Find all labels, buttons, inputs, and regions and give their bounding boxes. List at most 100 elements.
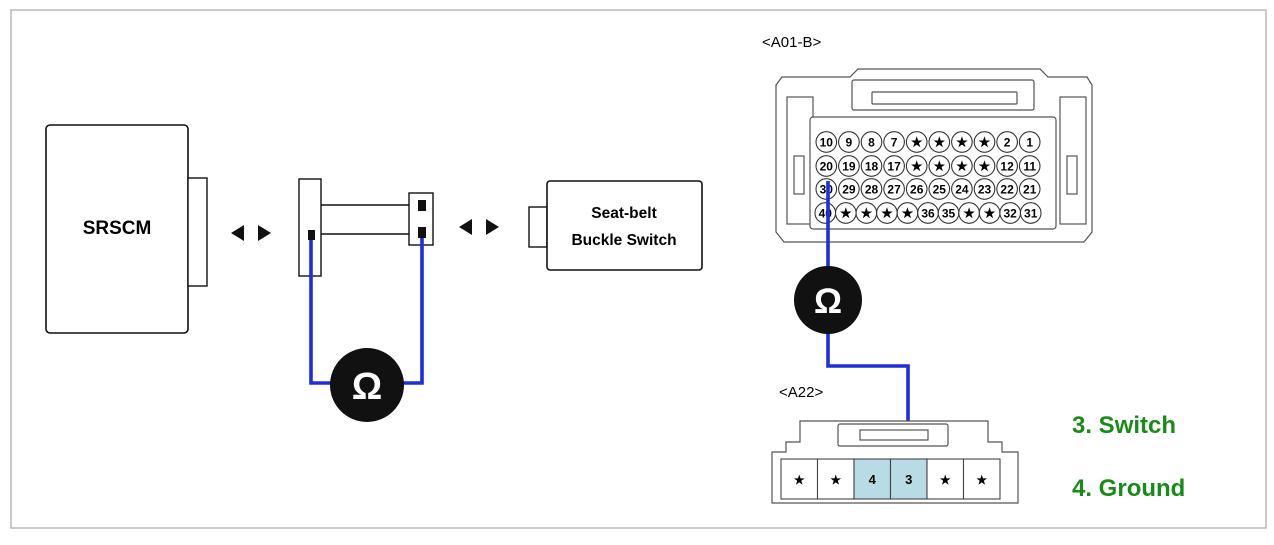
a01b-pin-label: ★ bbox=[881, 206, 893, 221]
a01b-pin-label: 17 bbox=[887, 160, 901, 174]
a01b-pin bbox=[860, 155, 883, 177]
a01b-pin bbox=[815, 155, 838, 177]
a01b-pin bbox=[838, 131, 860, 153]
a01b-pin-label: 23 bbox=[978, 183, 992, 197]
a01b-pin-label: 19 bbox=[842, 160, 856, 174]
a01b-pin bbox=[883, 178, 905, 200]
a01b-pin bbox=[996, 155, 1018, 177]
ohmmeter-icon: Ω bbox=[794, 266, 862, 334]
probe-wire-right bbox=[402, 238, 424, 385]
a01b-pin-label: ★ bbox=[902, 206, 914, 221]
a01b-pin bbox=[883, 131, 905, 153]
a01b-pin bbox=[951, 178, 973, 200]
a01b-pin bbox=[996, 131, 1018, 153]
a01b-pin bbox=[1019, 202, 1042, 224]
a01b-pin-label: 36 bbox=[921, 207, 935, 221]
a01b-pin-label: ★ bbox=[984, 206, 996, 221]
a01b-pin bbox=[883, 155, 905, 177]
a01b-pin-label: 18 bbox=[865, 160, 879, 174]
a01b-pin-label: 12 bbox=[1000, 160, 1014, 174]
srscm-label: SRSCM bbox=[83, 218, 152, 239]
a01b-pin-label: ★ bbox=[933, 159, 945, 174]
a01b-pin-label: 1 bbox=[1026, 136, 1033, 150]
a01b-pin-label: ★ bbox=[911, 159, 923, 174]
a01b-pin bbox=[973, 178, 996, 200]
double-arrow-icon bbox=[459, 219, 499, 235]
ohmmeter-icon: Ω bbox=[330, 348, 404, 422]
a01b-pin-label: ★ bbox=[861, 206, 873, 221]
a01b-pin-label: 32 bbox=[1004, 207, 1018, 221]
a01b-pin bbox=[951, 155, 973, 177]
a01b-pin-label: 40 bbox=[819, 207, 833, 221]
a01b-pin-label: 11 bbox=[1023, 160, 1036, 174]
a01b-pin bbox=[838, 155, 860, 177]
a01b-pin bbox=[1018, 178, 1041, 200]
a01b-pin bbox=[973, 155, 996, 177]
a01b-pin bbox=[860, 131, 883, 153]
a22-pin-label: ★ bbox=[830, 473, 841, 487]
a01b-pin bbox=[815, 131, 838, 153]
svg-text:Ω: Ω bbox=[352, 366, 382, 408]
a01b-pin bbox=[905, 178, 928, 200]
a22-pin bbox=[816, 458, 855, 500]
a01b-pin-label: ★ bbox=[979, 159, 991, 174]
buckle-switch-label-line2: Buckle Switch bbox=[571, 232, 676, 249]
a01b-pin-label: ★ bbox=[956, 135, 968, 150]
buckle-switch-stub bbox=[528, 206, 548, 248]
a01b-pin-label: 21 bbox=[1023, 183, 1037, 197]
a01b-pin-label: 20 bbox=[820, 160, 834, 174]
a01b-pin bbox=[996, 178, 1018, 200]
a01b-pin-label: 29 bbox=[842, 183, 856, 197]
a01b-pin bbox=[928, 155, 951, 177]
a22-pin-label: ★ bbox=[976, 473, 987, 487]
a01b-pin-label: ★ bbox=[979, 135, 991, 150]
a22-pin bbox=[780, 458, 819, 500]
a01b-pin-label: 31 bbox=[1024, 207, 1038, 221]
a01b-pin-label: 27 bbox=[887, 183, 901, 197]
a22-title: <A22> bbox=[779, 384, 823, 401]
probe-wire-left bbox=[309, 240, 332, 385]
a01b-pin bbox=[860, 178, 883, 200]
legend-switch: 3. Switch bbox=[1072, 412, 1176, 439]
srscm-connector-stub bbox=[187, 177, 208, 287]
a01b-pin bbox=[905, 155, 928, 177]
a01b-pin-label: ★ bbox=[840, 206, 852, 221]
a22-pin-label: 3 bbox=[905, 472, 912, 487]
a01b-pin-label: 24 bbox=[955, 183, 969, 197]
a01b-pin-label: 22 bbox=[1000, 183, 1014, 197]
buckle-switch-module bbox=[546, 180, 703, 271]
a01b-pin bbox=[838, 178, 860, 200]
legend-ground: 4. Ground bbox=[1072, 475, 1185, 502]
buckle-switch-label-line1: Seat-belt bbox=[591, 205, 656, 222]
a01b-title: <A01-B> bbox=[762, 34, 821, 51]
svg-text:Ω: Ω bbox=[814, 282, 842, 321]
a22-pin bbox=[889, 458, 928, 500]
a01b-pin-label: 8 bbox=[868, 136, 875, 150]
a01b-pin bbox=[1018, 131, 1041, 153]
switch-side-pin-lower bbox=[418, 227, 426, 238]
a01b-pin bbox=[951, 131, 973, 153]
switch-side-pin-upper bbox=[418, 200, 426, 211]
a01b-pin bbox=[1018, 155, 1041, 177]
a22-pin-label: 4 bbox=[869, 472, 877, 487]
a01b-pin bbox=[928, 131, 951, 153]
a01b-pin-label: 10 bbox=[820, 136, 834, 150]
a01b-pin bbox=[928, 178, 951, 200]
probe-wire-a22 bbox=[826, 332, 910, 463]
a01b-pin-label: 26 bbox=[910, 183, 924, 197]
a01b-pin bbox=[905, 131, 928, 153]
harness-pin bbox=[308, 230, 315, 240]
a01b-pin-label: ★ bbox=[963, 206, 975, 221]
a01b-pin-label: 2 bbox=[1004, 136, 1011, 150]
double-arrow-icon bbox=[231, 225, 271, 241]
a01b-pin-label: 28 bbox=[865, 183, 879, 197]
a01b-pin-label: 7 bbox=[891, 136, 898, 150]
a01b-pin-label: 9 bbox=[846, 136, 853, 150]
a22-pin bbox=[853, 458, 892, 500]
a01b-pin-label: 25 bbox=[933, 183, 947, 197]
a01b-pin-label: ★ bbox=[956, 159, 968, 174]
a22-pin-label: ★ bbox=[794, 473, 805, 487]
